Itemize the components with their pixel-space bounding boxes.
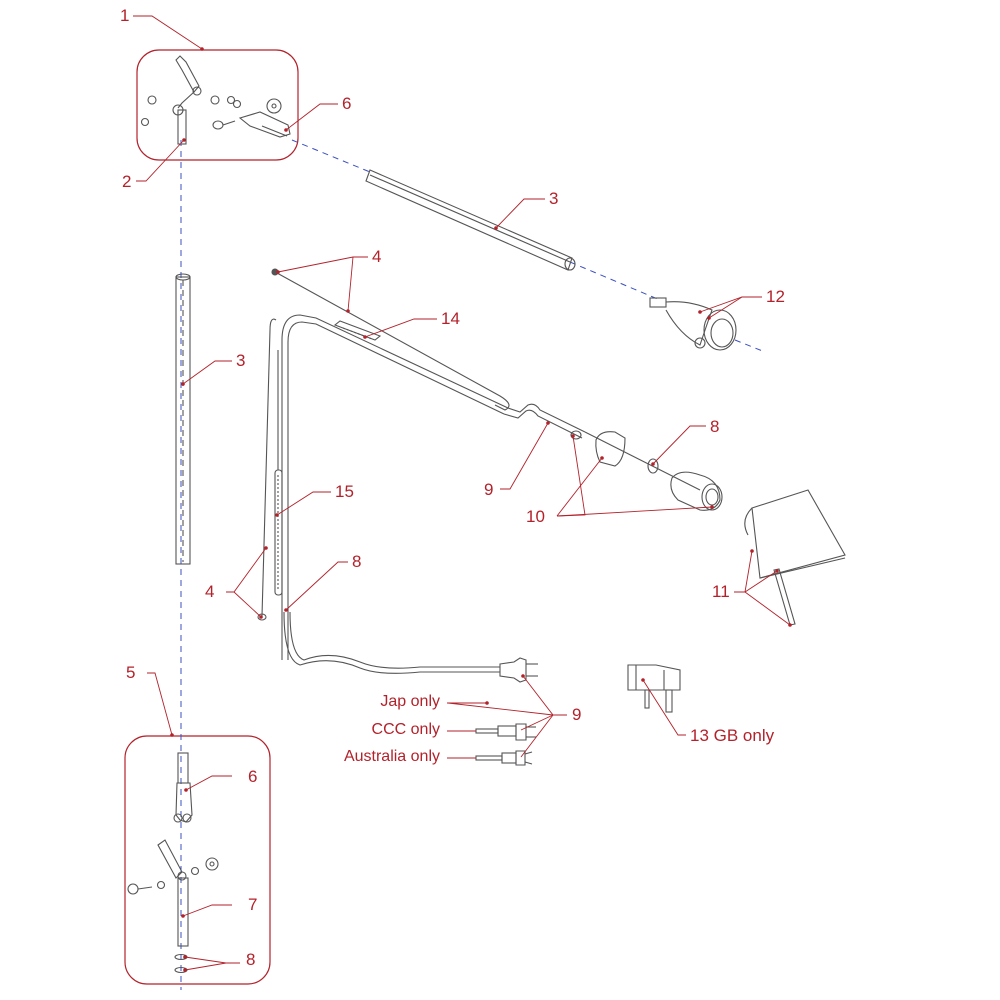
callout-9-cable: 9 (484, 480, 494, 499)
power-cord (283, 611, 538, 683)
head-joint (649, 297, 737, 351)
lower-tension-cable (257, 318, 277, 621)
callout-8-upper: 8 (710, 417, 720, 436)
callout-13-gb: 13 GB only (690, 726, 775, 745)
callout-14: 14 (441, 309, 460, 328)
group-box-lower-joint (124, 735, 271, 985)
upper-tension-cable (271, 268, 510, 411)
callout-6-lower: 6 (248, 767, 258, 786)
group-box-upper-joint (136, 49, 299, 161)
upper-joint-parts (140, 55, 291, 145)
callout-8-mid: 8 (352, 552, 362, 571)
callout-9-plugs: 9 (572, 705, 582, 724)
callout-3-vertical-arm: 3 (236, 351, 246, 370)
callout-11: 11 (712, 582, 730, 601)
callout-1: 1 (120, 6, 130, 25)
lower-spring (274, 350, 283, 596)
lamp-holder-parts (570, 430, 723, 511)
note-ccc-only: CCC only (371, 721, 440, 738)
upper-arm-tube (365, 169, 576, 271)
callout-8-lower: 8 (246, 950, 256, 969)
anchor-dots (170, 47, 792, 972)
vertical-arm-tube (175, 273, 191, 565)
note-australia-only: Australia only (343, 748, 440, 765)
bent-arm (281, 314, 586, 660)
callout-2: 2 (122, 172, 132, 191)
line-art (127, 55, 846, 974)
callout-4-upper: 4 (372, 247, 382, 266)
lamp-shade (744, 489, 846, 626)
callout-15: 15 (335, 482, 354, 501)
callout-6-upper: 6 (342, 94, 352, 113)
ccc-plug (475, 723, 536, 741)
callout-7: 7 (248, 895, 258, 914)
note-jap-only: Jap only (380, 693, 440, 710)
callout-4-lower: 4 (205, 582, 215, 601)
assembly-axes (180, 139, 766, 990)
callout-10: 10 (526, 507, 545, 526)
leader-lines (133, 15, 791, 971)
callout-3-upper-arm: 3 (549, 189, 559, 208)
gb-plug (627, 664, 681, 713)
callout-12: 12 (766, 287, 785, 306)
callout-5: 5 (126, 663, 136, 682)
lower-joint-parts (127, 752, 219, 974)
